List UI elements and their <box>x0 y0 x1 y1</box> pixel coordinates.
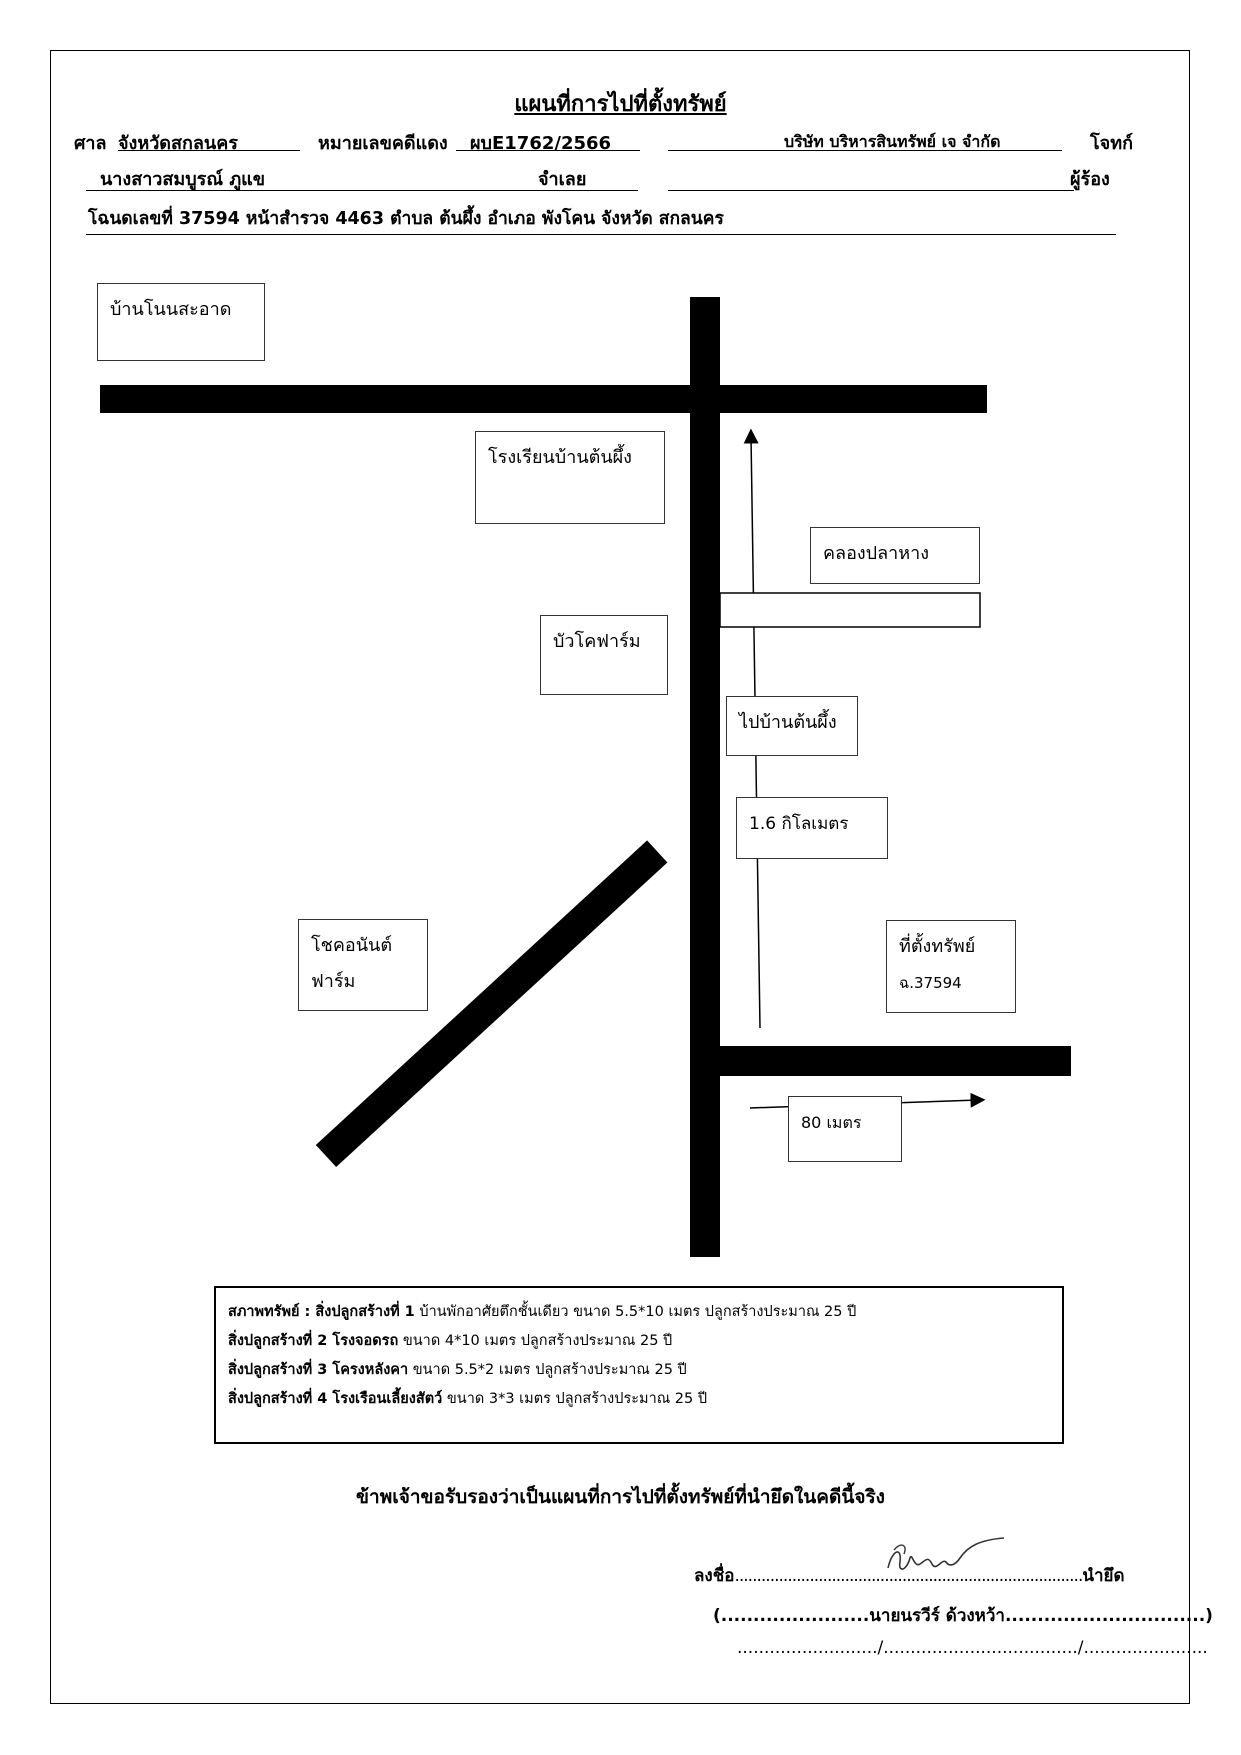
label-choke-anan-farm: โชคอนันต์ ฟาร์ม <box>298 919 428 1011</box>
label-distance-m-text: 80 เมตร <box>801 1113 862 1132</box>
page-title: แผนที่การไปที่ตั้งทรัพย์ <box>514 92 727 117</box>
petitioner-underline <box>668 190 1074 191</box>
red-case-number: ผบE1762/2566 <box>470 133 612 154</box>
road-bottom-horizontal <box>705 1046 1071 1076</box>
label-farm-line2: ฟาร์ม <box>311 971 356 992</box>
road-main-vertical <box>690 297 720 1257</box>
label-distance-km-text: 1.6 กิโลเมตร <box>749 814 849 834</box>
canal-strip <box>719 592 981 628</box>
sign-dots: ........................................… <box>734 1566 1083 1586</box>
red-case-label: หมายเลขคดีแดง <box>318 133 448 154</box>
sign-suffix: นำยึด <box>1082 1566 1125 1586</box>
court-label: ศาล <box>74 133 107 154</box>
label-cow-farm: บัวโคฟาร์ม <box>540 615 668 695</box>
condition-line-1: สภาพทรัพย์ : สิ่งปลูกสร้างที่ 1 บ้านพักอ… <box>228 1298 1050 1327</box>
label-canal-text: คลองปลาหาง <box>823 543 929 564</box>
label-farm-line1: โชคอนันต์ <box>311 935 393 956</box>
label-school: โรงเรียนบ้านต้นผึ้ง <box>475 431 665 524</box>
defendant-name: นางสาวสมบูรณ์ ภูแข <box>100 169 266 190</box>
label-ban-non-sa-at: บ้านโนนสะอาด <box>97 283 265 361</box>
condition-line-2: สิ่งปลูกสร้างที่ 2 โรงจอดรถ ขนาด 4*10 เม… <box>228 1327 1050 1356</box>
condition-1-text: บ้านพักอาศัยตึกชั้นเดียว ขนาด 5.5*10 เมต… <box>414 1304 857 1320</box>
condition-2-label: สิ่งปลูกสร้างที่ 2 โรงจอดรถ <box>228 1333 399 1349</box>
property-conditions-box: สภาพทรัพย์ : สิ่งปลูกสร้างที่ 1 บ้านพักอ… <box>214 1286 1064 1444</box>
condition-4-text: ขนาด 3*3 เมตร ปลูกสร้างประมาณ 25 ปี <box>442 1391 708 1407</box>
plaintiff-role: โจทก์ <box>1090 133 1133 154</box>
label-school-text: โรงเรียนบ้านต้นผึ้ง <box>488 447 632 468</box>
label-property-deed: ฉ.37594 <box>899 974 962 992</box>
red-case-underline <box>456 150 640 151</box>
condition-line-4: สิ่งปลูกสร้างที่ 4 โรงเรือนเลี้ยงสัตว์ ข… <box>228 1385 1050 1414</box>
plaintiff-underline <box>668 150 1062 151</box>
label-property-text: ที่ตั้งทรัพย์ <box>899 936 976 957</box>
court-name: จังหวัดสกลนคร <box>118 133 238 154</box>
certification-statement: ข้าพเจ้าขอรับรองว่าเป็นแผนที่การไปที่ตั้… <box>356 1486 885 1508</box>
defendant-role: จำเลย <box>538 169 587 190</box>
label-ban-non-sa-at-text: บ้านโนนสะอาด <box>110 299 232 320</box>
defendant-underline <box>86 190 638 191</box>
page-border <box>50 50 1190 1704</box>
condition-2-text: ขนาด 4*10 เมตร ปลูกสร้างประมาณ 25 ปี <box>398 1333 673 1349</box>
petitioner-role: ผู้ร้อง <box>1070 169 1110 190</box>
deed-info: โฉนดเลขที่ 37594 หน้าสำรวจ 4463 ตำบล ต้น… <box>88 209 724 229</box>
signer-name-line: (.......................นายนรวีร์ ด้วงหว… <box>713 1606 1213 1626</box>
label-to-village-text: ไปบ้านต้นผึ้ง <box>739 712 837 733</box>
label-canal: คลองปลาหาง <box>810 527 980 584</box>
sign-prefix: ลงชื่อ <box>694 1566 735 1586</box>
handwritten-signature <box>887 1537 1005 1570</box>
label-to-village: ไปบ้านต้นผึ้ง <box>726 696 858 756</box>
label-distance-m: 80 เมตร <box>788 1096 902 1162</box>
label-property-location: ที่ตั้งทรัพย์ ฉ.37594 <box>886 920 1016 1013</box>
label-distance-km: 1.6 กิโลเมตร <box>736 797 888 859</box>
condition-1-label: สภาพทรัพย์ : สิ่งปลูกสร้างที่ 1 <box>228 1304 415 1320</box>
condition-3-label: สิ่งปลูกสร้างที่ 3 โครงหลังคา <box>228 1362 409 1378</box>
road-top-horizontal <box>100 385 987 413</box>
condition-4-label: สิ่งปลูกสร้างที่ 4 โรงเรือนเลี้ยงสัตว์ <box>228 1391 443 1407</box>
court-underline <box>118 150 300 151</box>
signature-line: ลงชื่อ..................................… <box>694 1562 1125 1589</box>
date-line: ........................../.............… <box>737 1638 1208 1658</box>
plaintiff-name: บริษัท บริหารสินทรัพย์ เจ จำกัด <box>784 132 1001 151</box>
condition-3-text: ขนาด 5.5*2 เมตร ปลูกสร้างประมาณ 25 ปี <box>408 1362 687 1378</box>
label-cow-farm-text: บัวโคฟาร์ม <box>553 631 641 652</box>
deed-underline <box>86 234 1116 235</box>
condition-line-3: สิ่งปลูกสร้างที่ 3 โครงหลังคา ขนาด 5.5*2… <box>228 1356 1050 1385</box>
